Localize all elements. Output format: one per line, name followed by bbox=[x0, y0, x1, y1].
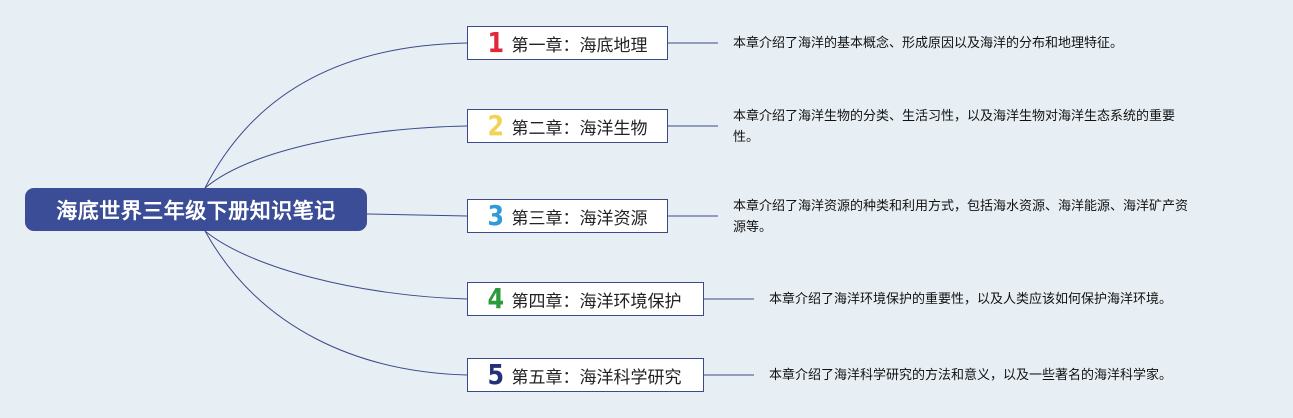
chapter-number-4: 4 bbox=[487, 282, 505, 315]
chapter-number-2: 2 bbox=[487, 109, 505, 142]
chapter-node-1[interactable]: 1 第一章：海底地理 bbox=[467, 26, 668, 60]
description-line: 本章介绍了海洋的基本概念、形成原因以及海洋的分布和地理特征。 bbox=[733, 36, 1124, 51]
link-root-ch4 bbox=[204, 230, 468, 300]
description-line: 本章介绍了海洋资源的种类和利用方式，包括海水资源、海洋能源、海洋矿产资 bbox=[733, 199, 1189, 214]
chapter-title-2: 第二章：海洋生物 bbox=[511, 118, 648, 139]
chapter-node-5[interactable]: 5 第五章：海洋科学研究 bbox=[467, 358, 704, 392]
link-root-ch1 bbox=[204, 42, 468, 189]
chapter-description-3: 本章介绍了海洋资源的种类和利用方式，包括海水资源、海洋能源、海洋矿产资 源等。 bbox=[733, 196, 1188, 238]
chapter-description-2: 本章介绍了海洋生物的分类、生活习性，以及海洋生物对海洋生态系统的重要 性。 bbox=[733, 106, 1175, 148]
description-line: 本章介绍了海洋环境保护的重要性，以及人类应该如何保护海洋环境。 bbox=[769, 292, 1173, 307]
chapter-number-5: 5 bbox=[487, 358, 505, 391]
chapter-description-5: 本章介绍了海洋科学研究的方法和意义，以及一些著名的海洋科学家。 bbox=[769, 365, 1172, 386]
chapter-title-3: 第三章：海洋资源 bbox=[511, 208, 648, 229]
chapter-number-1: 1 bbox=[487, 26, 505, 59]
chapter-title-5: 第五章：海洋科学研究 bbox=[511, 367, 682, 388]
chapter-node-4[interactable]: 4 第四章：海洋环境保护 bbox=[467, 282, 704, 316]
link-root-ch5 bbox=[204, 230, 468, 376]
description-line: 性。 bbox=[733, 130, 760, 145]
description-line: 源等。 bbox=[733, 220, 773, 235]
link-root-ch3 bbox=[366, 213, 468, 217]
chapter-title-4: 第四章：海洋环境保护 bbox=[511, 291, 682, 312]
chapter-number-3: 3 bbox=[487, 199, 505, 232]
link-root-ch2 bbox=[204, 125, 468, 189]
chapter-node-3[interactable]: 3 第三章：海洋资源 bbox=[467, 199, 668, 233]
root-title: 海底世界三年级下册知识笔记 bbox=[56, 198, 336, 223]
description-line: 本章介绍了海洋生物的分类、生活习性，以及海洋生物对海洋生态系统的重要 bbox=[733, 109, 1176, 124]
chapter-description-1: 本章介绍了海洋的基本概念、形成原因以及海洋的分布和地理特征。 bbox=[733, 33, 1123, 54]
chapter-node-2[interactable]: 2 第二章：海洋生物 bbox=[467, 109, 668, 143]
description-line: 本章介绍了海洋科学研究的方法和意义，以及一些著名的海洋科学家。 bbox=[769, 368, 1173, 383]
root-topic[interactable]: 海底世界三年级下册知识笔记 bbox=[25, 188, 367, 231]
chapter-description-4: 本章介绍了海洋环境保护的重要性，以及人类应该如何保护海洋环境。 bbox=[769, 289, 1172, 310]
chapter-title-1: 第一章：海底地理 bbox=[511, 35, 648, 56]
